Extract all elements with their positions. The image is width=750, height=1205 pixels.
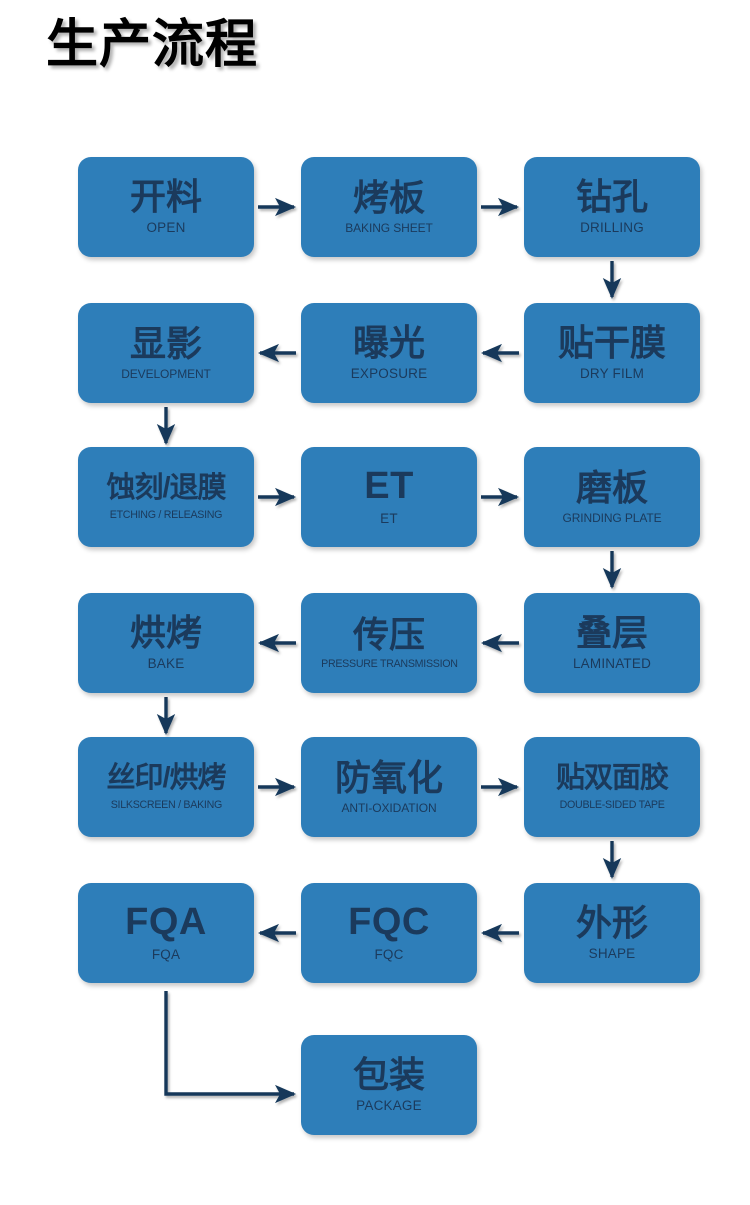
node-etching-releasing-en: ETCHING / RELEASING (109, 508, 223, 521)
node-et-cn: ET (364, 465, 414, 508)
node-pressure-transmission[interactable]: 传压 PRESSURE TRANSMISSION (301, 593, 477, 693)
node-pressure-transmission-en: PRESSURE TRANSMISSION (320, 658, 458, 671)
page-title: 生产流程 (46, 16, 259, 74)
node-package-en: PACKAGE (356, 1097, 422, 1113)
node-double-sided-tape-cn: 贴双面胶 (555, 762, 669, 795)
node-dry-film[interactable]: 贴干膜 DRY FILM (524, 303, 700, 403)
node-fqa-en: FQA (151, 947, 181, 963)
node-exposure-en: EXPOSURE (350, 365, 428, 381)
node-pressure-transmission-cn: 传压 (352, 613, 425, 655)
node-open-en: OPEN (146, 219, 186, 235)
node-shape-en: SHAPE (588, 945, 636, 961)
node-fqc[interactable]: FQC FQC (301, 883, 477, 983)
node-grinding-plate-en: GRINDING PLATE (562, 510, 662, 525)
node-baking-sheet-en: BAKING SHEET (345, 220, 433, 235)
node-anti-oxidation-cn: 防氧化 (334, 757, 443, 798)
node-open[interactable]: 开料 OPEN (78, 157, 254, 257)
node-bake-en: BAKE (147, 655, 185, 671)
node-bake[interactable]: 烘烤 BAKE (78, 593, 254, 693)
arrow-fqa-to-package (164, 991, 297, 1104)
node-et-en: ET (380, 511, 398, 527)
node-development-en: DEVELOPMENT (121, 366, 211, 381)
node-double-sided-tape[interactable]: 贴双面胶 DOUBLE-SIDED TAPE (524, 737, 700, 837)
node-development[interactable]: 显影 DEVELOPMENT (78, 303, 254, 403)
node-exposure-cn: 曝光 (352, 322, 425, 364)
node-shape-cn: 外形 (575, 902, 648, 944)
node-development-cn: 显影 (129, 323, 202, 364)
node-laminated[interactable]: 叠层 LAMINATED (524, 593, 700, 693)
node-baking-sheet-cn: 烤板 (352, 177, 425, 218)
node-et[interactable]: ET ET (301, 447, 477, 547)
node-bake-cn: 烘烤 (129, 612, 202, 654)
node-drilling-cn: 钻孔 (575, 176, 648, 218)
node-laminated-cn: 叠层 (575, 612, 648, 654)
node-fqc-en: FQC (374, 947, 404, 963)
node-dry-film-cn: 贴干膜 (557, 322, 666, 364)
node-silkscreen-baking-en: SILKSCREEN / BAKING (110, 798, 222, 811)
node-baking-sheet[interactable]: 烤板 BAKING SHEET (301, 157, 477, 257)
node-etching-releasing-cn: 蚀刻/退膜 (106, 472, 226, 505)
node-package-cn: 包装 (352, 1054, 425, 1096)
node-grinding-plate[interactable]: 磨板 GRINDING PLATE (524, 447, 700, 547)
node-etching-releasing[interactable]: 蚀刻/退膜 ETCHING / RELEASING (78, 447, 254, 547)
node-fqc-cn: FQC (348, 901, 430, 944)
node-laminated-en: LAMINATED (572, 655, 652, 671)
node-fqa[interactable]: FQA FQA (78, 883, 254, 983)
node-exposure[interactable]: 曝光 EXPOSURE (301, 303, 477, 403)
node-fqa-cn: FQA (125, 901, 207, 944)
node-anti-oxidation-en: ANTI-OXIDATION (341, 800, 437, 815)
node-drilling-en: DRILLING (580, 219, 644, 235)
node-dry-film-en: DRY FILM (579, 365, 645, 381)
node-double-sided-tape-en: DOUBLE-SIDED TAPE (559, 798, 665, 811)
node-anti-oxidation[interactable]: 防氧化 ANTI-OXIDATION (301, 737, 477, 837)
node-shape[interactable]: 外形 SHAPE (524, 883, 700, 983)
node-silkscreen-baking-cn: 丝印/烘烤 (106, 762, 226, 795)
node-grinding-plate-cn: 磨板 (575, 467, 648, 508)
node-open-cn: 开料 (129, 176, 202, 218)
node-package[interactable]: 包装 PACKAGE (301, 1035, 477, 1135)
node-drilling[interactable]: 钻孔 DRILLING (524, 157, 700, 257)
node-silkscreen-baking[interactable]: 丝印/烘烤 SILKSCREEN / BAKING (78, 737, 254, 837)
